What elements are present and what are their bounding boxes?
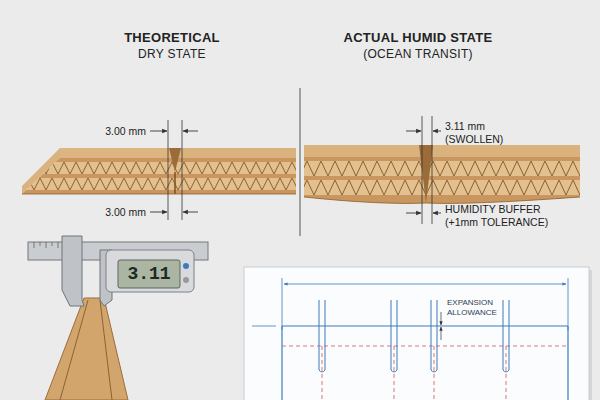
dry-cardboard: [10, 148, 304, 198]
dimension-lines: [150, 116, 441, 224]
swollen-cardboard: [300, 157, 585, 161]
caliper: [60, 300, 88, 400]
caliper: [58, 242, 59, 248]
dry-cardboard: [174, 172, 176, 194]
dimension-lines: [432, 116, 433, 224]
swollen-cardboard: [300, 161, 587, 176]
dimension-lines: [406, 213, 421, 214]
blueprint-sheet: [503, 300, 509, 372]
caliper: [45, 298, 128, 400]
blueprint-sheet: [282, 278, 283, 330]
swollen-cardboard: [304, 197, 580, 203]
dimension-lines: [183, 212, 198, 213]
blueprint-sheet: [567, 326, 568, 400]
dry-cardboard: [22, 194, 296, 195]
blueprint-sheet: [391, 300, 397, 372]
caliper: [52, 242, 53, 246]
caliper: [100, 300, 112, 400]
section-heading: THEORETICAL: [124, 31, 220, 46]
dimension-lines: [150, 212, 167, 213]
caliper: [13, 236, 208, 400]
blueprint-sheet: [441, 327, 442, 340]
dimension-note: (SWOLLEN): [445, 133, 503, 145]
dry-cardboard: [10, 178, 304, 190]
caliper: [62, 236, 84, 306]
dry-cardboard: [60, 148, 175, 158]
swollen-cardboard: [300, 155, 585, 210]
caliper: [106, 250, 194, 292]
tolerance-note: (+1mm TOLERANCE): [445, 216, 548, 228]
dry-cardboard: [10, 158, 300, 162]
blueprint-note: EXPANSION: [447, 298, 493, 307]
dimension-lines: [406, 131, 421, 132]
blueprint-sheet: [434, 346, 435, 400]
blueprint-sheet: [319, 300, 509, 372]
blueprint-sheet: [322, 346, 323, 400]
swollen-cardboard: [300, 155, 587, 210]
dimension-lines: [150, 131, 167, 132]
swollen-cardboard: [300, 195, 585, 205]
dimension-lines: [168, 120, 169, 220]
blueprint-sheet: [506, 346, 507, 400]
caliper: [34, 242, 58, 248]
dimension-lines: [433, 213, 441, 214]
blueprint-sheet: [244, 267, 589, 400]
dry-cardboard: [10, 174, 300, 178]
caliper: [40, 242, 41, 246]
blueprint-sheet: [319, 300, 325, 372]
swollen-cardboard: [300, 145, 587, 210]
blueprint-sheet: [431, 300, 437, 372]
swollen-cardboard: [304, 145, 580, 157]
caliper: [183, 263, 189, 269]
blueprint-sheet: [284, 284, 566, 285]
dimension-lines: [422, 116, 423, 224]
dry-cardboard: [169, 148, 181, 172]
caliper: [46, 242, 47, 248]
dimension-lines: [433, 131, 441, 132]
dimension-label: 3.00 mm: [105, 206, 146, 218]
caliper-reading: 3.11: [127, 264, 170, 285]
dimension-lines: [183, 131, 198, 132]
blueprint-sheet: [281, 326, 282, 400]
divider-line: [300, 88, 301, 236]
blueprint-sheet: [441, 312, 442, 325]
blueprint-sheet: [252, 326, 276, 327]
section-heading: ACTUAL HUMID STATE: [343, 31, 492, 46]
dimension-lines: [182, 120, 183, 220]
blueprint-sheet: [568, 278, 569, 330]
swollen-cardboard: [300, 176, 585, 180]
swollen-cardboard: [419, 145, 433, 203]
blueprint-sheet: [244, 267, 592, 400]
blueprint-note: ALLOWANCE: [447, 308, 497, 317]
dry-cardboard: [10, 158, 304, 198]
blueprint-sheet: [394, 346, 395, 400]
dimension-label: 3.00 mm: [105, 125, 146, 137]
tolerance-label: HUMIDITY BUFFER: [445, 203, 540, 215]
dimension-label: 3.11 mm: [445, 120, 485, 132]
caliper: [118, 260, 180, 288]
caliper: [34, 242, 35, 248]
section-subheading: (OCEAN TRANSIT): [363, 48, 473, 62]
dry-cardboard: [10, 162, 304, 174]
dry-cardboard: [10, 190, 300, 194]
caliper: [183, 277, 189, 283]
section-subheading: DRY STATE: [138, 48, 206, 62]
blueprint-sheet: [322, 346, 506, 400]
swollen-cardboard: [300, 180, 587, 195]
